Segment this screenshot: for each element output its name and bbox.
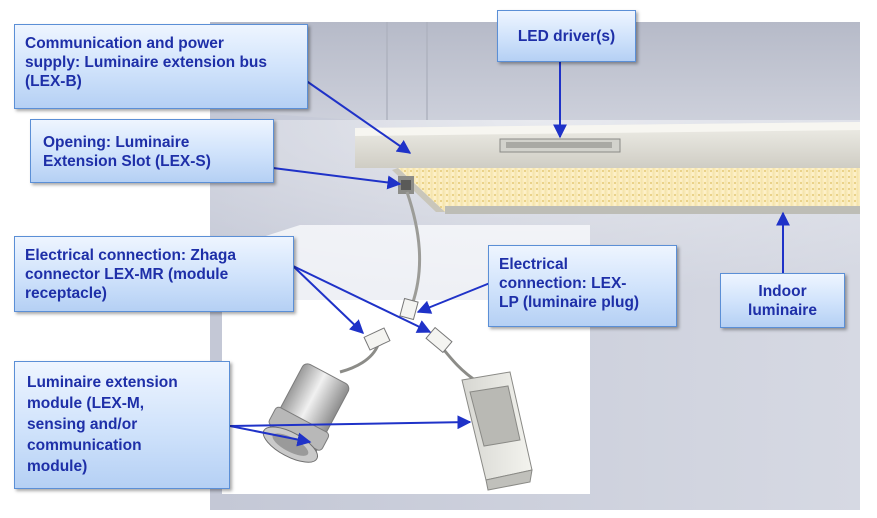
box-module xyxy=(425,326,533,491)
arrow-lexmr-2 xyxy=(292,265,432,333)
arrow-lexm-1 xyxy=(229,425,312,447)
arrow-lexm-2 xyxy=(229,415,472,430)
callout-lex-m: Luminaire extension module (LEX-M, sensi… xyxy=(14,361,230,489)
callout-lex-mr: Electrical connection: Zhaga connector L… xyxy=(14,236,294,312)
lex-lp-plug xyxy=(399,297,419,321)
callout-indoor-luminaire: Indoor luminaire xyxy=(720,273,845,328)
callout-arrows xyxy=(229,62,790,447)
arrow-lexmr-1 xyxy=(292,265,365,334)
led-driver-component xyxy=(499,138,621,153)
callout-led-driver: LED driver(s) xyxy=(497,10,636,62)
arrow-lexs xyxy=(272,167,402,190)
callout-lex-lp: Electrical connection: LEX- LP (luminair… xyxy=(488,245,677,327)
arrow-lexb xyxy=(304,79,412,154)
arrow-lexlp xyxy=(416,282,491,314)
indoor-luminaire-body xyxy=(355,122,860,214)
callout-lex-b: Communication and power supply: Luminair… xyxy=(14,24,308,109)
luminaire-cable xyxy=(405,191,422,306)
callout-lex-s: Opening: Luminaire Extension Slot (LEX-S… xyxy=(30,119,274,183)
